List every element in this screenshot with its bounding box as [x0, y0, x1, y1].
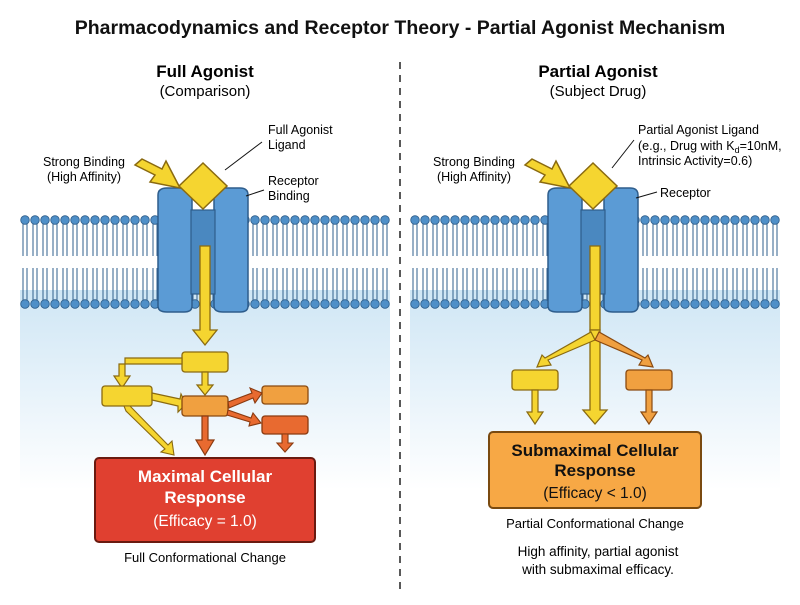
right-caption-1: Partial Conformational Change: [506, 516, 684, 531]
right-caption-2: High affinity, partial agonist: [518, 544, 679, 559]
right-caption-3: with submaximal efficacy.: [521, 562, 674, 577]
left-subheading: (Comparison): [160, 83, 251, 100]
right-binding-label-1: Strong Binding: [433, 155, 515, 169]
left-receptor-label-1: Receptor: [268, 174, 319, 188]
submaximal-response-box: [488, 431, 702, 509]
maximal-response-box: [94, 457, 316, 543]
right-heading: Partial Agonist: [538, 62, 658, 81]
left-receptor-pointer: [245, 189, 265, 197]
left-ligand-label-1: Full Agonist: [268, 123, 333, 137]
submaximal-response-title-1: Submaximal Cellular: [511, 441, 679, 460]
left-caption: Full Conformational Change: [124, 550, 286, 565]
left-heading: Full Agonist: [156, 62, 254, 81]
page-title: Pharmacodynamics and Receptor Theory - P…: [75, 17, 726, 39]
left-binding-label-1: Strong Binding: [43, 155, 125, 169]
right-subheading: (Subject Drug): [550, 83, 647, 100]
right-ligand-label-2a: (e.g., Drug with K: [638, 139, 735, 153]
right-ligand-diamond: [567, 161, 619, 211]
left-ligand-label-2: Ligand: [268, 138, 306, 152]
right-receptor-label: Receptor: [660, 186, 711, 200]
right-ligand-label-2: (e.g., Drug with Kd=10nM,: [638, 139, 782, 155]
left-receptor: [157, 187, 249, 313]
left-ligand-diamond: [177, 161, 229, 211]
left-binding-arrow: [133, 158, 182, 190]
right-ligand-label-1: Partial Agonist Ligand: [638, 123, 759, 137]
left-receptor-label-2: Binding: [268, 189, 310, 203]
left-signal-cascade: [101, 245, 309, 457]
left-binding-label-2: (High Affinity): [47, 170, 121, 184]
left-ligand-pointer: [224, 141, 263, 171]
submaximal-response-efficacy: (Efficacy < 1.0): [543, 485, 647, 502]
right-binding-arrow: [523, 158, 572, 190]
right-signal-cascade: [511, 245, 673, 426]
right-ligand-label-3: Intrinsic Activity=0.6): [638, 154, 752, 168]
maximal-response-title-1: Maximal Cellular: [138, 467, 273, 486]
maximal-response-title-2: Response: [164, 488, 245, 507]
right-ligand-label-2-sub: d: [735, 145, 740, 155]
right-ligand-pointer: [611, 139, 635, 169]
submaximal-response-title-2: Response: [554, 461, 635, 480]
right-receptor: [547, 187, 639, 313]
right-binding-label-2: (High Affinity): [437, 170, 511, 184]
maximal-response-efficacy: (Efficacy = 1.0): [153, 513, 257, 530]
right-ligand-label-2b: =10nM,: [740, 139, 782, 153]
right-receptor-pointer: [635, 191, 658, 199]
